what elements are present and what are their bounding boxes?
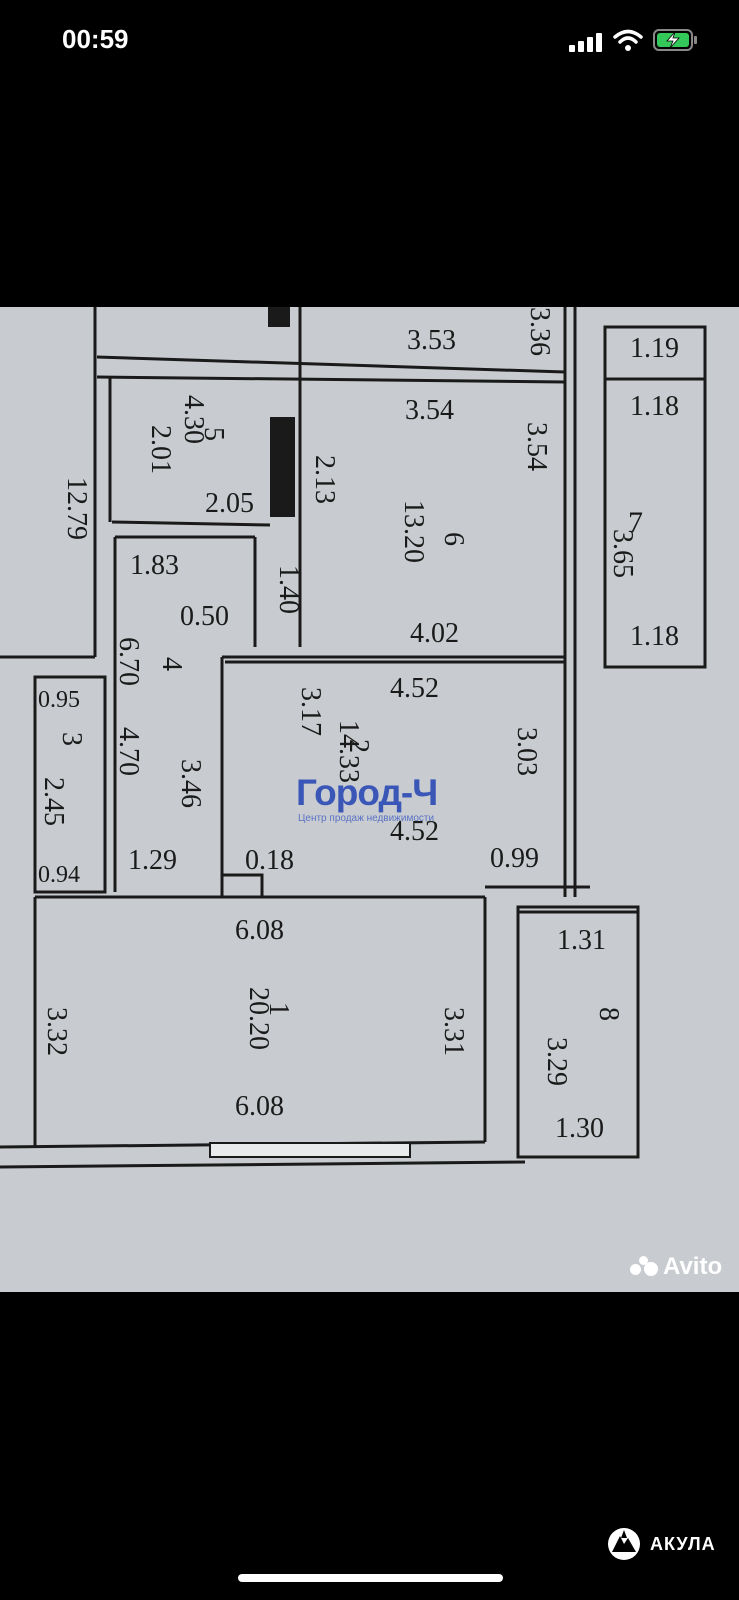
floor-plan-drawing: 1 20.20 6.08 6.08 3.32 3.31 2 14.33 4.52… [0,307,707,1169]
room-3-dim: 0.95 [38,687,80,713]
room-1-dim: 6.08 [235,915,284,946]
watermark: Город-Ч Центр продаж недвижимости [296,772,438,825]
room-2-dim: 0.99 [490,843,539,874]
room-2-dim: 4.52 [390,673,439,704]
room-6-dim: 3.54 [405,395,454,426]
room-8-number: 8 [593,1007,624,1021]
room-2-area: 14.33 [333,720,364,783]
akula-label: АКУЛА [650,1533,716,1554]
room-4-area: 6.70 [113,637,144,686]
room-1-number: 1 [263,1002,294,1016]
akula-badge: АКУЛА [606,1526,716,1562]
watermark-logo: Город-Ч [296,772,438,813]
signal-icon [569,33,602,52]
room-5-number: 5 [198,427,229,441]
status-time: 00:59 [62,24,129,54]
room-2-dim: 3.17 [295,687,326,736]
plan-label: 3.36 [524,307,555,356]
room-7-area: 3.65 [607,529,638,578]
floor-plan-image: 1 20.20 6.08 6.08 3.32 3.31 2 14.33 4.52… [0,307,739,1292]
room-7-number: 7 [628,506,643,539]
room-6-dim: 3.54 [521,422,552,471]
room-4-dim: 3.46 [175,759,206,808]
room-7-dim: 1.18 [630,391,679,422]
room-4-dim: 1.83 [130,550,179,581]
room-6-area: 13.20 [398,500,429,563]
room-7-dim: 1.18 [630,621,679,652]
room-1-dim: 3.31 [438,1007,469,1056]
status-bar: 00:59 [0,0,739,80]
plan-label: 12.79 [61,477,92,540]
room-8-dim: 1.31 [557,925,606,956]
akula-logo-icon [608,1528,640,1560]
room-5-area: 4.30 [178,395,209,444]
avito-logo-icon [630,1256,660,1278]
room-2-dim: 3.03 [511,727,542,776]
room-4-number: 4 [156,657,187,671]
room-2-dim: 4.52 [390,816,439,847]
room-8-area: 3.29 [541,1037,572,1086]
wifi-icon [613,29,643,51]
room-5-dim: 2.05 [205,488,254,519]
room-6-dim: 4.02 [410,618,459,649]
room-1-dim: 3.32 [41,1007,72,1056]
room-1-area: 20.20 [243,987,274,1050]
room-2-number: 2 [343,739,374,753]
room-4-dim: 0.50 [180,601,229,632]
avito-label: Avito [663,1253,723,1280]
room-3-number: 3 [56,732,87,746]
room-6-number: 6 [438,532,469,546]
room-5-dim: 2.01 [145,425,176,474]
watermark-tagline: Центр продаж недвижимости [298,813,435,824]
plan-label: 1.19 [630,333,679,364]
battery-charging-icon [653,29,697,51]
room-2-dim: 0.18 [245,845,294,876]
room-1-dim: 6.08 [235,1091,284,1122]
room-8-dim: 1.30 [555,1113,604,1144]
avito-badge: Avito [630,1253,722,1281]
room-4-dim: 4.70 [113,727,144,776]
plan-label: 3.53 [407,325,456,356]
room-6-dim: 1.40 [273,565,304,614]
room-5-dim: 2.13 [309,455,340,504]
home-indicator[interactable] [238,1574,503,1582]
room-4-dim: 1.29 [128,845,177,876]
room-3-area: 2.45 [38,777,69,826]
room-3-dim: 0.94 [38,862,80,888]
